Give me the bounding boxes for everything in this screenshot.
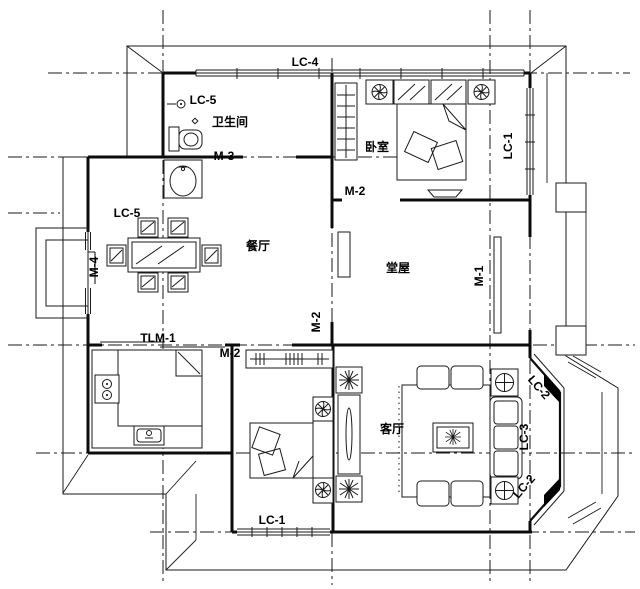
dining-chair xyxy=(137,217,159,238)
dining-chair xyxy=(106,244,127,267)
dining-chair xyxy=(167,217,189,238)
bedroom-bottom-furniture xyxy=(245,349,334,504)
east-porch-pilasters xyxy=(555,182,587,356)
label-lc3: LC-3 xyxy=(517,423,531,450)
door-leaf-m1 xyxy=(493,236,502,334)
side-table xyxy=(490,476,519,505)
vent-symbol xyxy=(167,99,186,109)
dining-chair xyxy=(201,244,222,267)
plant-box xyxy=(335,475,363,503)
bed-top xyxy=(396,103,467,181)
headboard-panel xyxy=(430,79,467,105)
roof-outline xyxy=(62,45,619,571)
sofa-seat xyxy=(416,480,450,507)
wash-basin xyxy=(163,159,203,199)
label-room-living: 客厅 xyxy=(379,421,404,436)
wardrobe-top xyxy=(334,82,358,161)
fridge xyxy=(175,349,203,377)
label-room-dining: 餐厅 xyxy=(246,238,270,253)
label-tlm1: TLM-1 xyxy=(140,331,176,345)
label-m1: M-1 xyxy=(472,265,486,286)
label-room-bathroom: 卫生间 xyxy=(212,114,248,129)
sofa-seat xyxy=(450,365,484,390)
label-m3: M-3 xyxy=(214,149,235,163)
dining-table xyxy=(127,237,201,273)
bathroom-fixtures xyxy=(163,99,203,199)
dining-chair xyxy=(137,272,159,293)
tv-cabinet xyxy=(337,394,361,475)
sofa-seat xyxy=(416,365,450,390)
window-lc4 xyxy=(195,68,525,79)
wardrobe-bottom xyxy=(245,349,334,369)
sliding-door-tlm1 xyxy=(100,341,225,348)
kitchen-fixtures xyxy=(91,349,203,449)
dining-furniture xyxy=(106,217,222,293)
label-m2-hall: M-2 xyxy=(309,311,323,332)
side-table xyxy=(490,368,519,397)
windows xyxy=(35,68,565,537)
stove xyxy=(94,374,120,404)
doors xyxy=(88,231,502,348)
label-lc5-dining: LC-5 xyxy=(114,206,141,220)
wall-shelf xyxy=(426,189,464,198)
label-lc1-east: LC-1 xyxy=(501,132,515,159)
headboard-panel xyxy=(393,79,430,105)
label-m4: M-4 xyxy=(87,256,101,277)
label-lc1-south: LC-1 xyxy=(259,513,286,527)
window-lc1-south xyxy=(237,527,330,537)
label-room-bedroom-top: 卧室 xyxy=(365,139,389,154)
door-leaf-m2-hall xyxy=(337,231,351,278)
label-lc4: LC-4 xyxy=(292,55,319,69)
label-lc5-bath: LC-5 xyxy=(190,93,217,107)
drain-symbol xyxy=(191,117,199,125)
plant-box xyxy=(335,366,363,394)
toilet xyxy=(168,126,203,152)
label-m2-bedroom2: M-2 xyxy=(220,346,241,360)
window-lc1-east xyxy=(525,88,535,195)
bed-bottom xyxy=(249,422,314,479)
bedroom-top-furniture xyxy=(334,79,496,198)
label-room-hall: 堂屋 xyxy=(386,260,410,275)
bay-window-lc2-lc3 xyxy=(533,353,565,526)
bay-window-lc5 xyxy=(35,227,91,319)
label-lc2-top: LC-2 xyxy=(525,373,553,403)
door-leaf-m4 xyxy=(88,251,96,284)
living-room-furniture xyxy=(335,365,523,507)
dining-chair xyxy=(167,272,189,293)
headboard-panel xyxy=(312,420,334,479)
coffee-table xyxy=(432,422,474,453)
sink xyxy=(133,425,165,446)
label-m2-bedroom1: M-2 xyxy=(345,184,366,198)
sofa-seat xyxy=(450,480,484,507)
